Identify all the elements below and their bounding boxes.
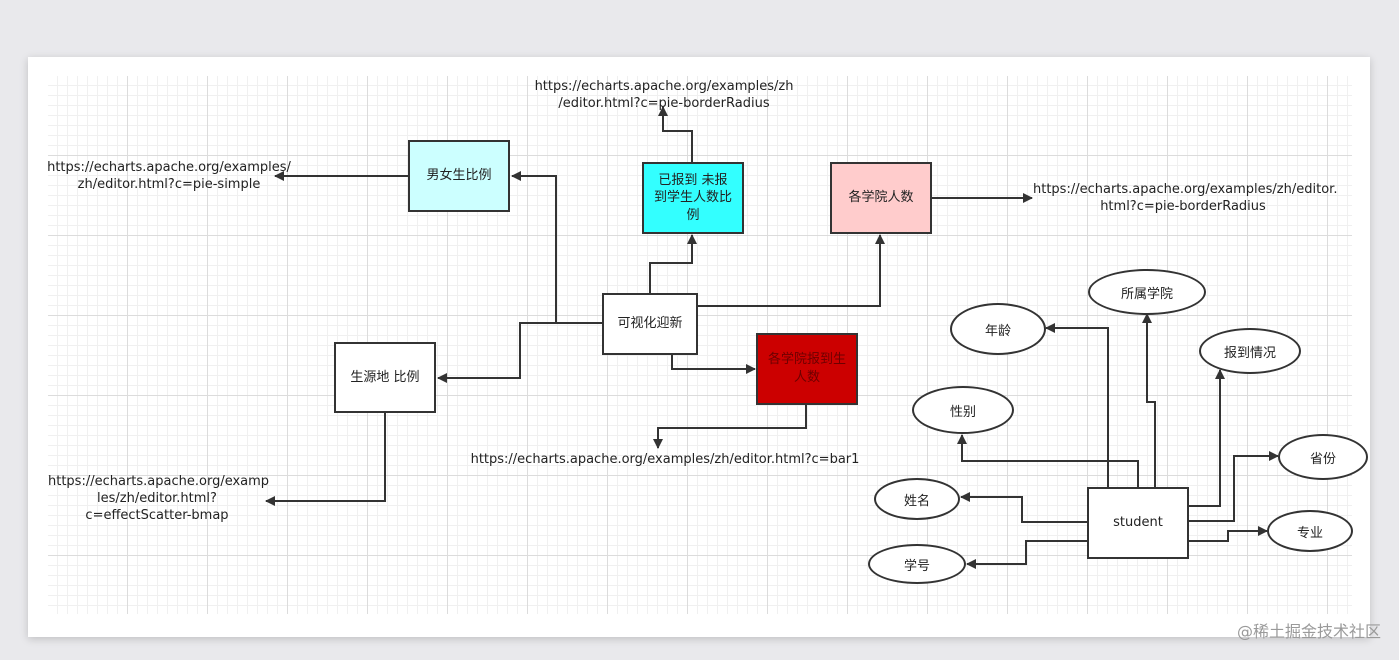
node-origin-ratio[interactable]: 生源地 比例 (334, 342, 436, 413)
edge-student-age (1045, 323, 1109, 488)
edge-registered-url (658, 106, 693, 162)
url-red-box[interactable]: https://echarts.apache.org/examples/zh/e… (470, 452, 860, 467)
attr-age[interactable]: 年龄 (950, 303, 1046, 355)
node-college-count[interactable]: 各学院人数 (830, 162, 932, 234)
node-gender-ratio-label: 男女生比例 (426, 168, 492, 184)
edge-student-id (966, 540, 1087, 569)
attr-student-id-label: 学号 (903, 558, 930, 574)
edge-student-college (1142, 313, 1156, 488)
attr-age-label: 年龄 (984, 323, 1011, 339)
attr-name-label: 姓名 (903, 493, 930, 509)
attr-major-label: 专业 (1296, 525, 1323, 541)
url-registered[interactable]: https://echarts.apache.org/examples/zh /… (534, 79, 794, 111)
edge-center-registered (649, 234, 697, 293)
edge-student-major (1188, 526, 1268, 542)
edge-center-origin (437, 322, 602, 383)
attr-college[interactable]: 所属学院 (1088, 269, 1206, 315)
node-center-label: 可视化迎新 (617, 316, 683, 332)
edge-red-url (653, 405, 807, 449)
edge-origin-url (265, 413, 386, 506)
node-gender-ratio[interactable]: 男女生比例 (408, 140, 510, 212)
attr-province-label: 省份 (1309, 451, 1336, 467)
edge-center-gender (511, 171, 602, 324)
node-origin-ratio-label: 生源地 比例 (350, 369, 420, 385)
entity-student[interactable]: student (1087, 487, 1189, 559)
node-red-box-label: 各学院报到生 人数 (767, 352, 846, 385)
node-red-box[interactable]: 各学院报到生 人数 (756, 333, 858, 405)
attr-report-status-label: 报到情况 (1223, 345, 1276, 361)
attr-major[interactable]: 专业 (1267, 510, 1353, 552)
edge-student-name (960, 492, 1087, 523)
edge-student-report (1188, 369, 1225, 507)
attr-gender-label: 性别 (949, 404, 976, 420)
node-college-count-label: 各学院人数 (848, 190, 914, 206)
edge-center-red (671, 354, 756, 374)
url-origin[interactable]: https://echarts.apache.org/examp les/zh/… (48, 474, 270, 523)
attr-gender[interactable]: 性别 (912, 386, 1014, 434)
attr-report-status[interactable]: 报到情况 (1199, 328, 1301, 374)
edge-student-gender (957, 434, 1139, 488)
attr-name[interactable]: 姓名 (874, 478, 960, 520)
attr-college-label: 所属学院 (1120, 286, 1173, 302)
attr-student-id[interactable]: 学号 (868, 544, 966, 584)
node-center[interactable]: 可视化迎新 (602, 293, 698, 355)
url-gender[interactable]: https://echarts.apache.org/examples/ zh/… (47, 160, 291, 192)
attr-province[interactable]: 省份 (1278, 434, 1368, 480)
url-college[interactable]: https://echarts.apache.org/examples/zh/e… (1033, 182, 1338, 214)
watermark: @稀土掘金技术社区 (1236, 622, 1381, 641)
edge-student-province (1188, 451, 1279, 522)
node-registered-ratio[interactable]: 已报到 未报 到学生人数比 例 (642, 162, 744, 234)
edge-center-college (697, 234, 885, 307)
node-registered-ratio-label: 已报到 未报 到学生人数比 例 (653, 172, 732, 223)
entity-student-label: student (1113, 515, 1163, 531)
